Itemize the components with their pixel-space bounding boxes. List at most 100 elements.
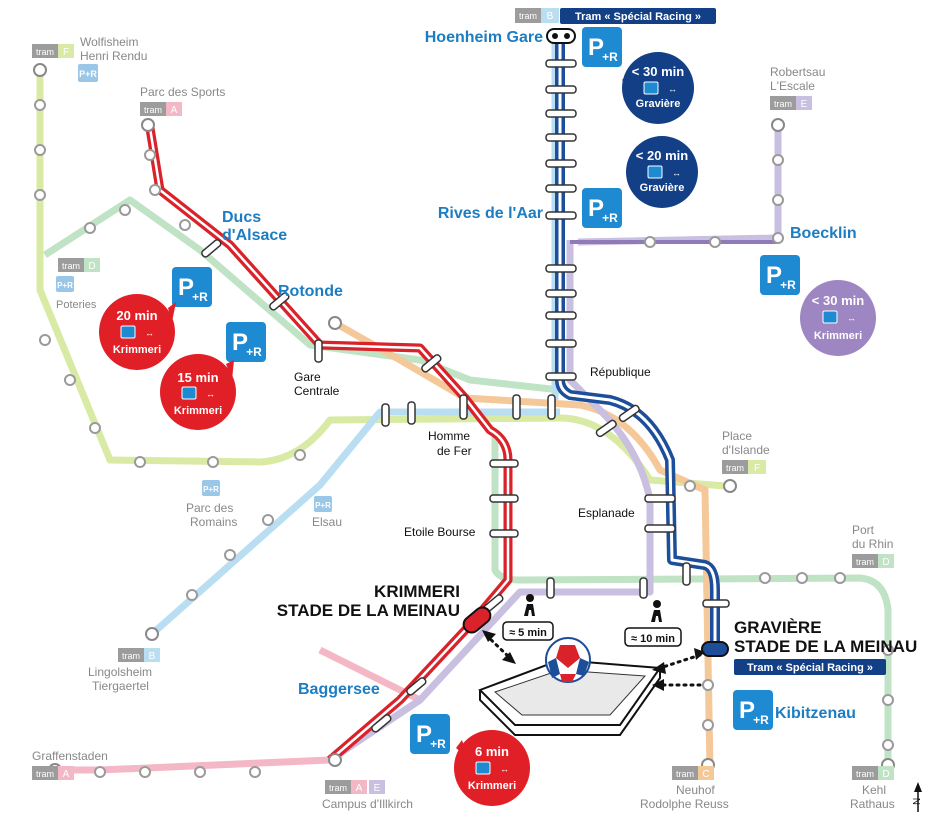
svg-text:< 30 min: < 30 min xyxy=(812,293,864,308)
krimmeri-stop[interactable] xyxy=(460,604,493,636)
station-rotonde[interactable]: Rotonde xyxy=(278,283,343,300)
svg-text:Gravière: Gravière xyxy=(636,98,681,110)
walker-icon-left xyxy=(524,594,535,616)
graffenstaden-tram-tag: tram xyxy=(36,769,54,779)
time-bubble-4: 20 min ↔ Krimmeri xyxy=(99,294,176,370)
terminal-port-rhin-2[interactable]: du Rhin xyxy=(852,537,893,551)
pr-icon-rotonde[interactable]: P +R xyxy=(226,322,266,362)
wolfisheim-tram-letter: F xyxy=(63,47,69,58)
terminal-poteries[interactable]: Poteries xyxy=(56,299,97,311)
time-bubble-2: < 20 min ↔ Gravière xyxy=(626,136,698,208)
svg-text:Krimmeri: Krimmeri xyxy=(113,344,161,356)
graviere-banner-text: Tram « Spécial Racing » xyxy=(747,662,873,674)
terminal-lingolsheim-2[interactable]: Tiergaertel xyxy=(92,679,149,693)
north-arrow-icon: N xyxy=(912,782,923,812)
station-homme-1[interactable]: Homme xyxy=(428,429,470,443)
compass-label: N xyxy=(912,798,923,805)
svg-text:+R: +R xyxy=(780,278,796,292)
pr-icon-boecklin[interactable]: P +R xyxy=(760,255,800,295)
svg-text:< 30 min: < 30 min xyxy=(632,64,684,79)
station-baggersee[interactable]: Baggersee xyxy=(298,681,380,698)
svg-text:P+R: P+R xyxy=(57,281,73,290)
stops xyxy=(34,99,894,778)
kehl-tram-letter: D xyxy=(882,769,889,780)
time-bubble-5: 15 min ↔ Krimmeri xyxy=(160,354,236,430)
svg-text:+R: +R xyxy=(753,713,769,727)
svg-text:+R: +R xyxy=(602,50,618,64)
walk-time-right: ≈ 10 min xyxy=(631,633,675,645)
svg-text:↔: ↔ xyxy=(847,313,856,323)
racing-line xyxy=(555,36,720,650)
station-gare-2[interactable]: Centrale xyxy=(294,384,340,398)
station-gare-1[interactable]: Gare xyxy=(294,370,321,384)
station-republique[interactable]: République xyxy=(590,365,651,379)
svg-text:+R: +R xyxy=(246,345,262,359)
tram-b-tag xyxy=(515,8,541,23)
terminal-elsau[interactable]: Elsau xyxy=(312,515,342,529)
station-kibitzenau[interactable]: Kibitzenau xyxy=(775,705,856,722)
tram-b-letter: B xyxy=(547,11,554,22)
neuhof-tram-letter: C xyxy=(702,769,709,780)
station-boecklin[interactable]: Boecklin xyxy=(790,225,857,242)
svg-text:↔: ↔ xyxy=(145,328,154,338)
svg-text:Krimmeri: Krimmeri xyxy=(814,330,862,342)
port-rhin-tram-tag: tram xyxy=(856,557,874,567)
station-graviere-1[interactable]: GRAVIÈRE xyxy=(734,618,822,637)
terminal-kehl-1[interactable]: Kehl xyxy=(862,783,886,797)
terminal-wolfisheim-1[interactable]: Wolfisheim xyxy=(80,35,138,49)
pr-icon-baggersee[interactable]: P +R xyxy=(410,714,450,754)
terminal-parc-romains-1[interactable]: Parc des xyxy=(186,501,233,515)
svg-text:20 min: 20 min xyxy=(116,308,157,323)
svg-text:↔: ↔ xyxy=(668,84,677,94)
graviere-stop[interactable] xyxy=(701,641,729,657)
station-homme-2[interactable]: de Fer xyxy=(437,444,472,458)
pr-icon-ducs[interactable]: P +R xyxy=(172,267,212,307)
line-f xyxy=(36,70,726,490)
racing-stops xyxy=(201,59,730,733)
station-esplanade[interactable]: Esplanade xyxy=(578,506,635,520)
terminal-kehl-2[interactable]: Rathaus xyxy=(850,797,895,811)
wolfisheim-tram-tag: tram xyxy=(36,47,54,57)
walk-path-right xyxy=(658,653,702,670)
station-ducs-1[interactable]: Ducs xyxy=(222,209,261,226)
terminal-robertsau-2[interactable]: L'Escale xyxy=(770,79,815,93)
football-icon xyxy=(545,637,591,683)
terminal-illkirch[interactable]: Campus d'Illkirch xyxy=(322,797,413,811)
graffenstaden-tram-letter: A xyxy=(63,769,70,780)
station-krimmeri-2[interactable]: STADE DE LA MEINAU xyxy=(277,601,460,620)
racing-banner xyxy=(560,8,716,24)
kehl-tram-tag: tram xyxy=(856,769,874,779)
stadium[interactable] xyxy=(478,658,662,736)
station-islande-1[interactable]: Place xyxy=(722,429,752,443)
terminal-parc-sports[interactable]: Parc des Sports xyxy=(140,85,225,99)
station-islande-2[interactable]: d'Islande xyxy=(722,443,770,457)
terminal-lingolsheim-1[interactable]: Lingolsheim xyxy=(88,665,152,679)
parc-sports-tram-letter: A xyxy=(171,105,178,116)
terminal-wolfisheim-2[interactable]: Henri Rendu xyxy=(80,49,147,63)
terminal-graffenstaden[interactable]: Graffenstaden xyxy=(32,749,108,763)
terminal-port-rhin-1[interactable]: Port xyxy=(852,523,875,537)
station-graviere-2[interactable]: STADE DE LA MEINAU xyxy=(734,637,917,656)
station-hoenheim[interactable]: Hoenheim Gare xyxy=(425,29,543,46)
station-etoile[interactable]: Etoile Bourse xyxy=(404,525,476,539)
parc-sports-tram-tag: tram xyxy=(144,105,162,115)
svg-text:6 min: 6 min xyxy=(475,744,509,759)
station-rives[interactable]: Rives de l'Aar xyxy=(438,205,543,222)
tram-b-tag-text: tram xyxy=(519,11,537,21)
svg-text:< 20 min: < 20 min xyxy=(636,148,688,163)
poteries-tram-tag: tram xyxy=(62,261,80,271)
line-c xyxy=(333,319,714,771)
terminal-parc-romains-2[interactable]: Romains xyxy=(190,515,237,529)
terminal-robertsau-1[interactable]: Robertsau xyxy=(770,65,825,79)
pr-icon-rives[interactable]: P +R xyxy=(582,188,622,228)
svg-text:↔: ↔ xyxy=(672,168,681,178)
terminal-neuhof-1[interactable]: Neuhof xyxy=(676,783,715,797)
time-bubble-6: 6 min ↔ Krimmeri xyxy=(454,730,530,806)
terminal-neuhof-2[interactable]: Rodolphe Reuss xyxy=(640,797,729,811)
station-ducs-2[interactable]: d'Alsace xyxy=(222,227,287,244)
robertsau-tram-tag: tram xyxy=(774,99,792,109)
pr-icon-kibitzenau[interactable]: P +R xyxy=(733,690,773,730)
pr-icon-hoenheim[interactable]: P +R xyxy=(582,27,622,67)
station-krimmeri-1[interactable]: KRIMMERI xyxy=(374,582,460,601)
